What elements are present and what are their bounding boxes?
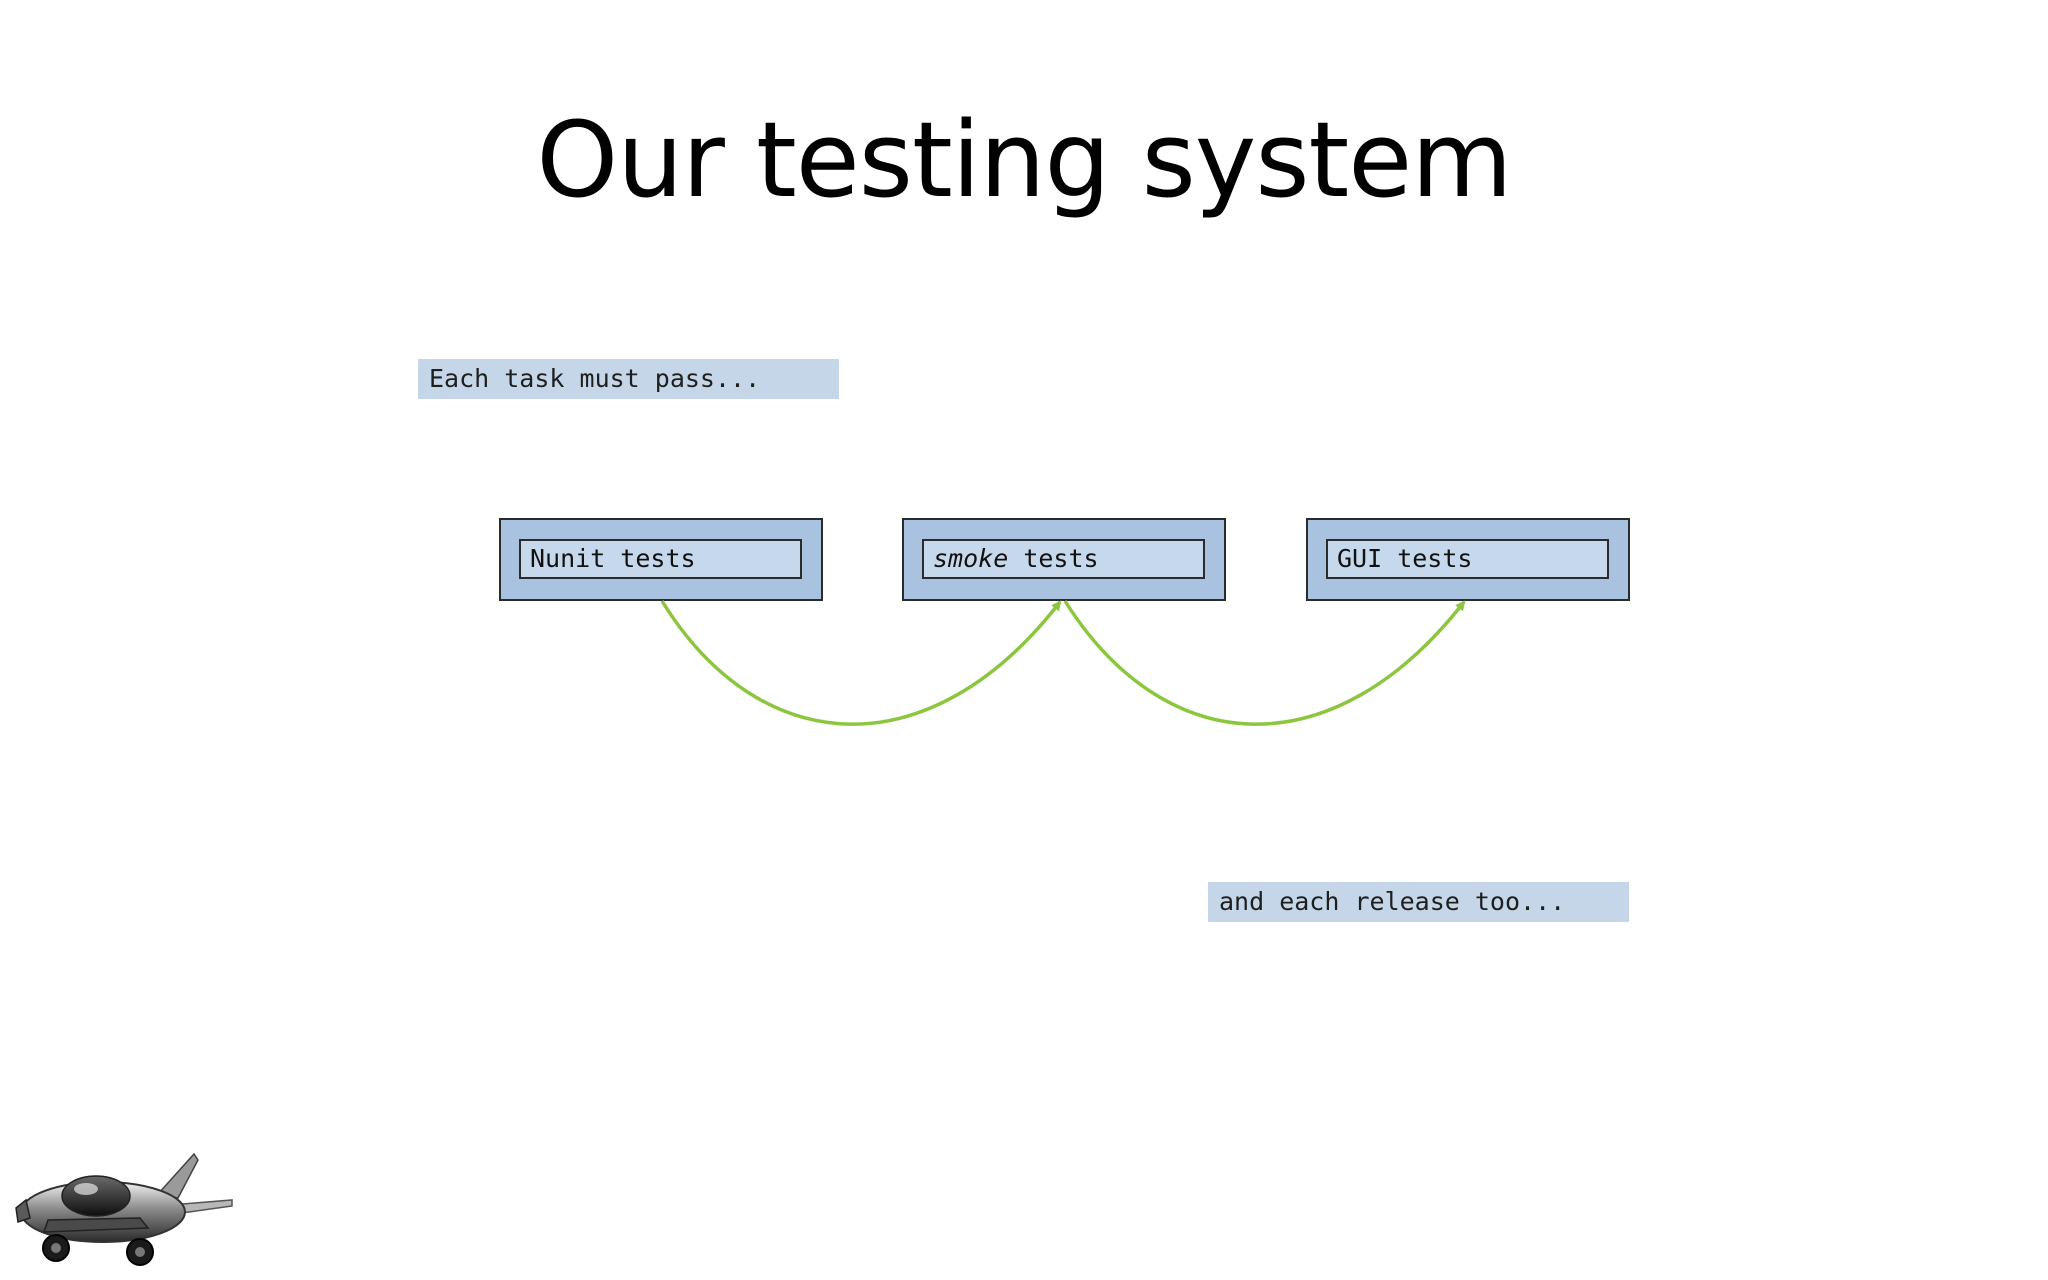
arrow-smoke-to-gui bbox=[1063, 600, 1466, 726]
stage-label-smoke-emphasis: smoke bbox=[933, 544, 1009, 573]
cartoon-airplane-icon bbox=[15, 1152, 233, 1266]
stage-label-gui: GUI tests bbox=[1326, 539, 1609, 579]
stage-box-gui: GUI tests bbox=[1306, 518, 1630, 601]
arrow-nunit-to-smoke bbox=[660, 600, 1062, 726]
note-each-task: Each task must pass... bbox=[418, 359, 839, 399]
slide-title: Our testing system bbox=[536, 99, 1512, 221]
stage-label-nunit: Nunit tests bbox=[519, 539, 802, 579]
stage-label-gui-text: GUI tests bbox=[1337, 544, 1473, 573]
note-each-release: and each release too... bbox=[1208, 882, 1629, 922]
stage-label-nunit-text: Nunit tests bbox=[530, 544, 696, 573]
stage-box-smoke: smoke tests bbox=[902, 518, 1226, 601]
stage-label-smoke: smoke tests bbox=[922, 539, 1205, 579]
stage-label-smoke-text: tests bbox=[1008, 544, 1099, 573]
stage-box-nunit: Nunit tests bbox=[499, 518, 823, 601]
